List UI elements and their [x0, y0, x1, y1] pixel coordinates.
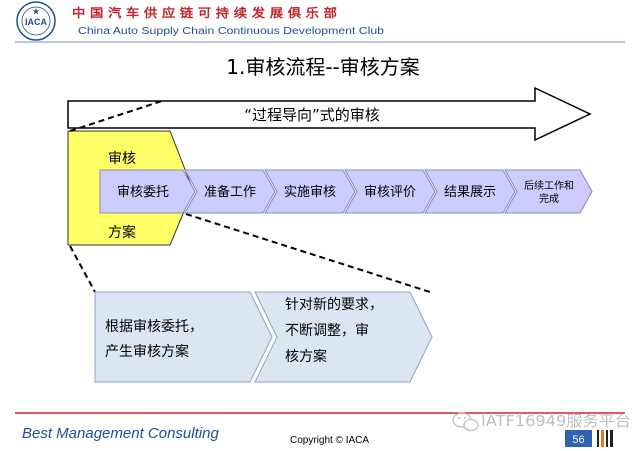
step-label-prepare: 准备工作: [204, 184, 256, 200]
org-name-cn: 中 国 汽 车 供 应 链 可 持 续 发 展 俱 乐 部: [72, 5, 337, 20]
step-label-followup-line2: 完成: [539, 192, 559, 205]
logo-outer-ring: [16, 1, 56, 41]
step-label-followup-line1: 后续工作和: [524, 179, 574, 192]
process-step: 准备工作: [184, 169, 276, 214]
watermark: IATF16949服务平台: [452, 412, 631, 432]
org-name-en: China Auto Supply Chain Continuous Devel…: [78, 26, 385, 37]
step-label-evaluate: 审核评价: [364, 185, 416, 200]
zoom-line-top: [69, 99, 166, 132]
zoom-line-right: [185, 213, 431, 293]
step-label-present: 结果展示: [444, 185, 496, 200]
decorative-stripes: [597, 430, 613, 447]
detail-text-line: 不断调整，审: [285, 323, 369, 339]
audit-plan-label-top: 审核: [108, 151, 136, 167]
detail-text-line: 产生审核方案: [105, 343, 189, 360]
page-number-box: [565, 430, 592, 447]
footer: Best Management Consulting Copyright © I…: [15, 412, 631, 447]
zoom-line-left: [69, 245, 96, 293]
detail-text-line: 针对新的要求，: [285, 297, 383, 313]
step-label-conduct: 实施审核: [284, 185, 336, 200]
step-shape: [264, 169, 356, 214]
wechat-eye: [464, 417, 466, 419]
detail-shape: [254, 291, 433, 383]
process-oriented-arrow: “过程导向”式的审核: [67, 86, 592, 142]
wechat-bubble-small: [463, 418, 479, 432]
logo-inner-ring: [21, 6, 51, 36]
step-label-entrust: 审核委托: [117, 185, 169, 200]
watermark-text: IATF16949服务平台: [481, 412, 631, 430]
page-number: 56: [572, 434, 584, 446]
wechat-eye: [458, 417, 460, 419]
step-shape: [344, 169, 436, 214]
process-step: 实施审核: [264, 169, 356, 214]
step-shape: [504, 169, 593, 214]
stripe: [597, 430, 599, 447]
big-arrow-shape: [67, 86, 592, 142]
slide-title: 1.审核流程--审核方案: [226, 55, 420, 79]
logo-star-icon: [32, 8, 40, 15]
process-steps: 审核委托 准备工作 实施审核 审核评价 结果展示 后续工作和 完成: [99, 169, 593, 214]
detail-text-line: 核方案: [285, 348, 327, 365]
iaca-logo: IACA: [16, 1, 56, 41]
process-step: 结果展示: [424, 169, 516, 214]
detail-box-generate-plan: 根据审核委托， 产生审核方案: [94, 291, 273, 383]
footer-copyright: Copyright © IACA: [290, 435, 369, 446]
process-step: 后续工作和 完成: [504, 169, 593, 214]
step-shape: [99, 169, 196, 214]
process-step: 审核委托: [99, 169, 196, 214]
step-shape: [184, 169, 276, 214]
wechat-icon: [452, 412, 479, 432]
detail-box-adjust-plan: 针对新的要求， 不断调整，审 核方案: [254, 291, 433, 383]
audit-plan-label-bottom: 方案: [108, 224, 136, 241]
process-step: 审核评价: [344, 169, 436, 214]
header: IACA 中 国 汽 车 供 应 链 可 持 续 发 展 俱 乐 部 China…: [15, 1, 625, 43]
logo-text: IACA: [25, 17, 47, 27]
detail-text-line: 根据审核委托，: [105, 319, 203, 335]
stripe: [601, 430, 604, 447]
big-arrow-label: “过程导向”式的审核: [244, 106, 380, 124]
footer-company: Best Management Consulting: [22, 425, 219, 442]
detail-shape: [94, 291, 273, 383]
step-shape: [424, 169, 516, 214]
stripe: [606, 430, 608, 447]
stripe: [610, 430, 613, 447]
